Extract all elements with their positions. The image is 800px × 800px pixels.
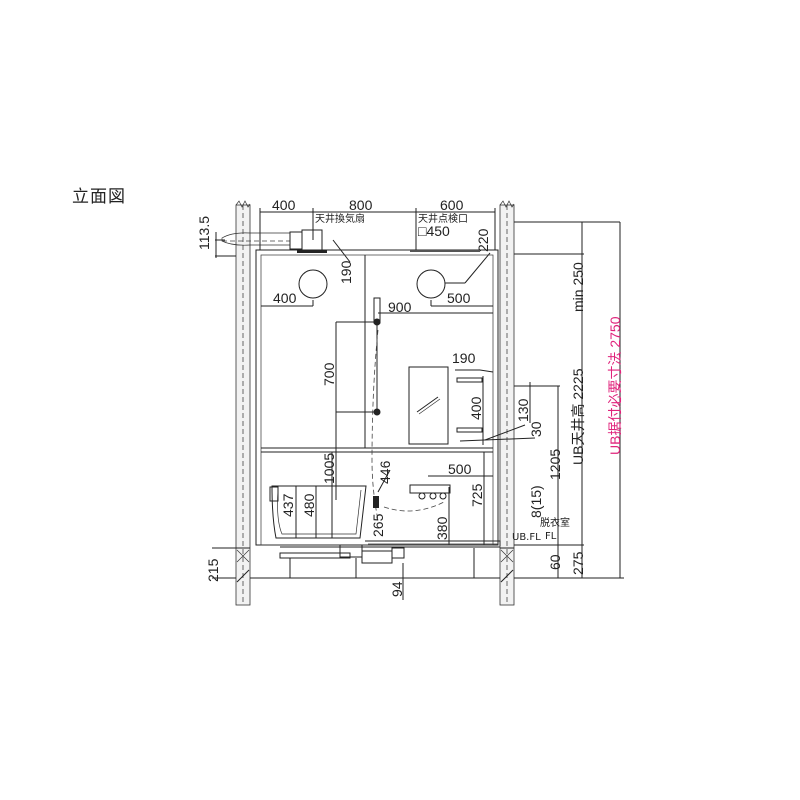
right-wall [499,200,515,606]
dim-500-light: 500 [447,290,471,306]
dim-190-fan: 190 [338,260,354,284]
ub-fl-label: UB.FL [512,532,541,543]
faucet [409,484,451,500]
dim-1005: 1005 [321,453,337,484]
shower-slide-bar [371,297,381,521]
floor-pan [289,540,501,578]
dim-400-light: 400 [273,290,297,306]
dim-130: 130 [515,398,531,422]
dim-30: 30 [528,421,544,437]
unit-bath-outline [255,249,499,546]
ceiling-light-left [298,269,328,299]
mirror [408,366,449,445]
dim-480: 480 [301,493,317,517]
shelves [456,376,484,445]
dim-1205: 1205 [547,449,563,480]
dim-min-250: min 250 [570,262,586,312]
bathtub [269,485,500,559]
dim-725: 725 [469,483,485,507]
dim-700: 700 [321,362,337,386]
dim-113-5: 113.5 [196,216,212,250]
dim-190-shelf: 190 [452,350,476,366]
dim-400-shelf: 400 [468,396,484,420]
dim-400-top: 400 [272,197,296,213]
dim-437: 437 [280,493,296,517]
dressing-room-fl-label: FL [545,531,557,542]
dim-265: 265 [370,513,386,537]
dim-900: 900 [388,299,412,315]
dim-8-15: 8(15) [528,485,544,518]
dim-94: 94 [389,581,405,597]
dim-600-top: 600 [440,197,464,213]
dim-275: 275 [570,551,586,575]
dim-215: 215 [205,558,221,582]
dim-220: 220 [475,228,491,252]
dim-446: 446 [377,460,393,484]
ub-required-height-label: UB据付必要寸法 2750 [607,316,623,455]
dressing-room-label: 脱衣室 [540,516,570,529]
ceiling-hatch-label: 天井点検口 [418,212,468,225]
dim-60: 60 [547,554,563,570]
hatch-size-label: □450 [418,223,450,239]
drawing-title: 立面図 [72,187,126,207]
ceiling-fan-label: 天井換気扇 [315,212,365,225]
ceiling-light-right [416,269,446,299]
dim-500-faucet: 500 [448,461,472,477]
ub-ceiling-height-label: UB天井高 2225 [570,368,586,465]
dim-380: 380 [434,516,450,540]
left-wall [235,200,251,606]
dim-800-top: 800 [349,197,373,213]
top-dimension-line: 400 800 600 [259,197,496,250]
